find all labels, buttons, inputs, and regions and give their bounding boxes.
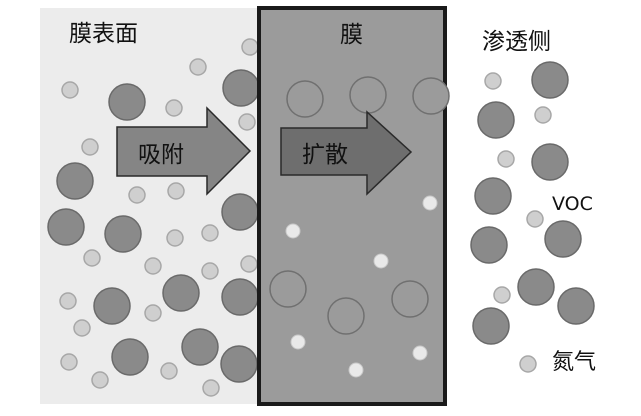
- n2-molecule: [519, 355, 537, 373]
- voc-molecule: [56, 162, 94, 200]
- n2-molecule-in-membrane: [285, 223, 301, 239]
- n2-molecule: [526, 210, 544, 228]
- voc-molecule: [477, 101, 515, 139]
- permeate-molecules: [470, 61, 595, 373]
- n2-molecule: [166, 229, 184, 247]
- surface-molecules: [47, 38, 260, 397]
- permeate-side-label: 渗透侧: [482, 29, 551, 55]
- n2-molecule-in-membrane: [373, 253, 389, 269]
- voc-molecule-in-membrane: [269, 270, 307, 308]
- adsorption-label: 吸附: [138, 142, 184, 168]
- n2-molecule: [189, 58, 207, 76]
- voc-molecule: [108, 83, 146, 121]
- n2-molecule: [493, 286, 511, 304]
- n2-molecule: [81, 138, 99, 156]
- voc-molecule: [544, 220, 582, 258]
- voc-molecule: [93, 287, 131, 325]
- n2-molecule: [83, 249, 101, 267]
- voc-molecule-in-membrane: [349, 76, 387, 114]
- n2-molecule-in-membrane: [348, 362, 364, 378]
- voc-molecule: [181, 328, 219, 366]
- voc-label: VOC: [552, 193, 593, 215]
- n2-molecule: [484, 72, 502, 90]
- voc-molecule-in-membrane: [327, 297, 365, 335]
- n2-molecule: [167, 182, 185, 200]
- n2-molecule-in-membrane: [412, 345, 428, 361]
- voc-molecule: [162, 274, 200, 312]
- voc-molecule: [531, 61, 569, 99]
- n2-molecule: [61, 81, 79, 99]
- voc-molecule: [472, 307, 510, 345]
- adsorption-arrow: [116, 106, 252, 196]
- n2-molecule: [202, 379, 220, 397]
- n2-molecule: [201, 262, 219, 280]
- membrane-molecules: [269, 76, 450, 378]
- n2-molecule: [534, 106, 552, 124]
- diffusion-label: 扩散: [302, 142, 348, 168]
- voc-molecule-in-membrane: [391, 280, 429, 318]
- membrane-region: [257, 6, 447, 406]
- voc-molecule: [221, 278, 259, 316]
- voc-molecule-in-membrane: [412, 77, 450, 115]
- voc-molecule: [474, 177, 512, 215]
- n2-molecule: [240, 255, 258, 273]
- n2-molecule: [201, 224, 219, 242]
- n2-molecule: [128, 186, 146, 204]
- n2-molecule: [91, 371, 109, 389]
- n2-molecule: [497, 150, 515, 168]
- nitrogen-label: 氮气: [552, 350, 596, 375]
- n2-molecule: [165, 99, 183, 117]
- voc-molecule: [557, 287, 595, 325]
- n2-molecule: [241, 38, 259, 56]
- voc-molecule: [221, 193, 259, 231]
- diffusion-arrow: [280, 110, 413, 196]
- voc-molecule: [220, 345, 258, 383]
- n2-molecule: [144, 257, 162, 275]
- voc-molecule: [531, 143, 569, 181]
- n2-molecule: [238, 113, 256, 131]
- membrane-label: 膜: [340, 22, 363, 48]
- n2-molecule-in-membrane: [422, 195, 438, 211]
- voc-molecule: [517, 268, 555, 306]
- voc-molecule: [222, 69, 260, 107]
- n2-molecule: [160, 362, 178, 380]
- voc-molecule: [104, 215, 142, 253]
- n2-molecule: [73, 319, 91, 337]
- voc-molecule-in-membrane: [286, 80, 324, 118]
- n2-molecule: [60, 353, 78, 371]
- membrane-surface-label: 膜表面: [69, 21, 138, 47]
- n2-molecule: [144, 304, 162, 322]
- n2-molecule-in-membrane: [290, 334, 306, 350]
- voc-molecule: [111, 338, 149, 376]
- voc-molecule: [470, 226, 508, 264]
- voc-molecule: [47, 208, 85, 246]
- n2-molecule: [59, 292, 77, 310]
